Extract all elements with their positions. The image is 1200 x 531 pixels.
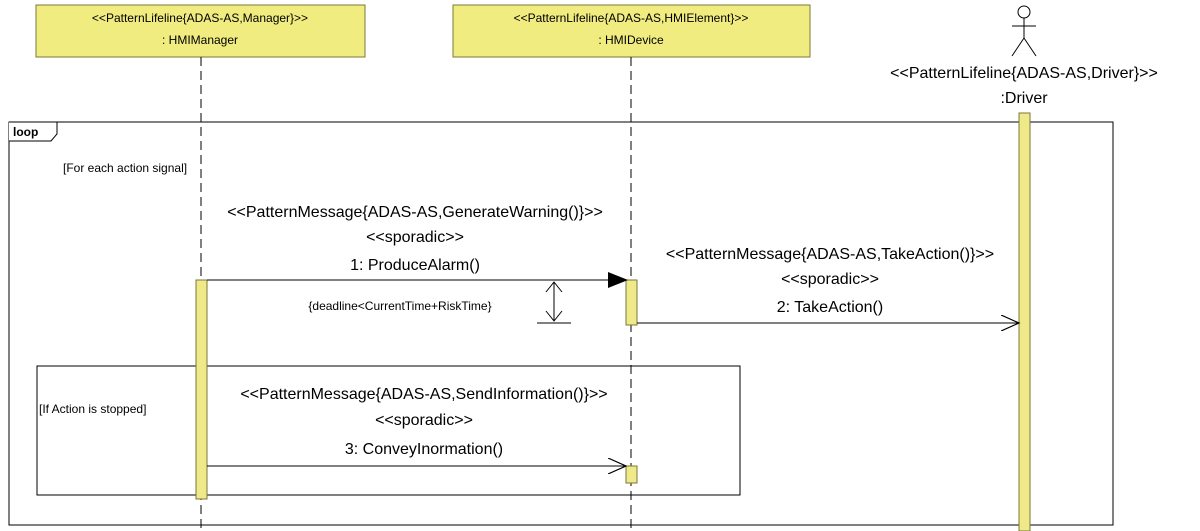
driver-activation [1018, 112, 1031, 531]
message-3-kind: <<sporadic>> [375, 412, 473, 429]
loop-label: loop [13, 125, 38, 139]
lifeline-stereotype: <<PatternLifeline{ADAS-AS,HMIElement}>> [514, 11, 749, 25]
device-activation-2 [625, 465, 638, 484]
inner-fragment-guard: [If Action is stopped] [39, 402, 146, 416]
message-2[interactable]: <<PatternMessage{ADAS-AS,TakeAction()}>>… [637, 246, 1019, 323]
driver-actor-icon[interactable] [1011, 5, 1037, 57]
lifeline-head-hmidevice[interactable]: <<PatternLifeline{ADAS-AS,HMIElement}>> … [452, 4, 811, 58]
message-3-stereotype: <<PatternMessage{ADAS-AS,SendInformation… [240, 386, 607, 403]
message-3[interactable]: <<PatternMessage{ADAS-AS,SendInformation… [207, 386, 626, 466]
message-1[interactable]: <<PatternMessage{ADAS-AS,GenerateWarning… [207, 204, 628, 288]
message-1-label: 1: ProduceAlarm() [350, 257, 480, 274]
loop-fragment[interactable]: loop [8, 121, 1114, 526]
deadline-duration-marker [537, 279, 571, 324]
lifeline-head-hmimanager[interactable]: <<PatternLifeline{ADAS-AS,Manager}>> : H… [35, 4, 366, 58]
lifeline-name: : HMIDevice [598, 33, 664, 47]
message-1-stereotype: <<PatternMessage{ADAS-AS,GenerateWarning… [227, 204, 603, 221]
message-3-label: 3: ConveyInormation() [345, 441, 503, 458]
lifeline-name: : HMIManager [162, 33, 238, 47]
lifeline-stereotype: <<PatternLifeline{ADAS-AS,Manager}>> [92, 11, 308, 25]
driver-stereotype: <<PatternLifeline{ADAS-AS,Driver}>> [890, 65, 1158, 82]
message-1-kind: <<sporadic>> [366, 229, 464, 246]
message-2-kind: <<sporadic>> [781, 271, 879, 288]
manager-activation [195, 279, 208, 500]
inner-fragment[interactable] [36, 365, 741, 496]
message-2-stereotype: <<PatternMessage{ADAS-AS,TakeAction()}>> [666, 246, 994, 263]
driver-name: :Driver [1000, 90, 1048, 107]
deadline-constraint: {deadline<CurrentTime+RiskTime} [308, 299, 491, 313]
message-2-label: 2: TakeAction() [777, 299, 883, 316]
device-activation-1 [625, 279, 638, 326]
loop-guard: [For each action signal] [63, 161, 187, 175]
